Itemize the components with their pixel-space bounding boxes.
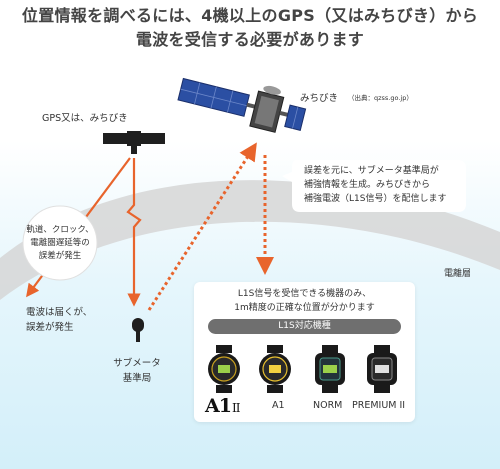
model-a1: A1 xyxy=(272,400,285,411)
model-norm: NORM xyxy=(313,400,343,411)
callout-line-1: 誤差を元に、サブメータ基準局が xyxy=(304,166,439,176)
gps-satellite-icon xyxy=(103,131,165,154)
callout-line-2: 補強情報を生成。みちびきから xyxy=(304,180,431,190)
radio-error-line-2: 誤差が発生 xyxy=(26,322,74,333)
error-bubble-text: 軌道、クロック、 電離圏遅延等の 誤差が発生 xyxy=(24,224,96,263)
watch-norm-icon xyxy=(315,345,345,393)
sub-meter-station-label: サブメータ 基準局 xyxy=(106,356,168,386)
callout-line-3: 補強電波（L1S信号）を配信します xyxy=(304,194,447,204)
error-line-3: 誤差が発生 xyxy=(38,251,82,261)
l1s-info-box: L1S信号を受信できる機器のみ、 1m精度の正確な位置が分かります L1S対応機… xyxy=(194,282,415,422)
callout-text: 誤差を元に、サブメータ基準局が 補強情報を生成。みちびきから 補強電波（L1S信… xyxy=(304,164,446,206)
watch-a1ii-icon xyxy=(208,345,240,393)
michibiki-source: （出典：qzss.go.jp） xyxy=(348,94,413,102)
watch-premium-ii-icon xyxy=(367,345,397,393)
model-a1ii-name: A1 xyxy=(205,395,232,417)
gps-label: GPS又は、みちびき xyxy=(42,113,128,124)
model-a1ii-logo: A1II xyxy=(205,395,241,417)
radio-error-text: 電波は届くが、 誤差が発生 xyxy=(26,305,92,335)
station-uplink-arrow xyxy=(147,142,257,311)
info-line-1: L1S信号を受信できる機器のみ、 xyxy=(237,289,372,299)
watch-a1-icon xyxy=(259,345,291,393)
ionosphere-label: 電離層 xyxy=(444,269,472,279)
michibiki-satellite-icon xyxy=(177,77,307,133)
model-a1ii-suffix: II xyxy=(231,401,241,415)
error-bubble xyxy=(22,205,98,281)
gps-signal-arrow-right xyxy=(126,158,142,307)
l1s-compatible-badge: L1S対応機種 xyxy=(208,319,401,334)
station-line-2: 基準局 xyxy=(122,373,152,384)
michibiki-label: みちびき xyxy=(300,93,339,104)
error-line-2: 電離圏遅延等の xyxy=(30,238,90,248)
callout-bubble xyxy=(282,160,466,212)
model-premium-ii: PREMIUM II xyxy=(352,400,406,411)
page-title-line-1: 位置情報を調べるには、4機以上のGPS（又はみちびき）から xyxy=(21,6,479,25)
error-line-1: 軌道、クロック、 xyxy=(26,225,94,235)
sub-meter-station-icon xyxy=(132,318,144,342)
info-line-2: 1m精度の正確な位置が分かります xyxy=(234,303,375,313)
radio-error-line-1: 電波は届くが、 xyxy=(26,307,93,318)
station-line-1: サブメータ xyxy=(113,358,161,369)
page-title-line-2: 電波を受信する必要があります xyxy=(135,30,365,49)
